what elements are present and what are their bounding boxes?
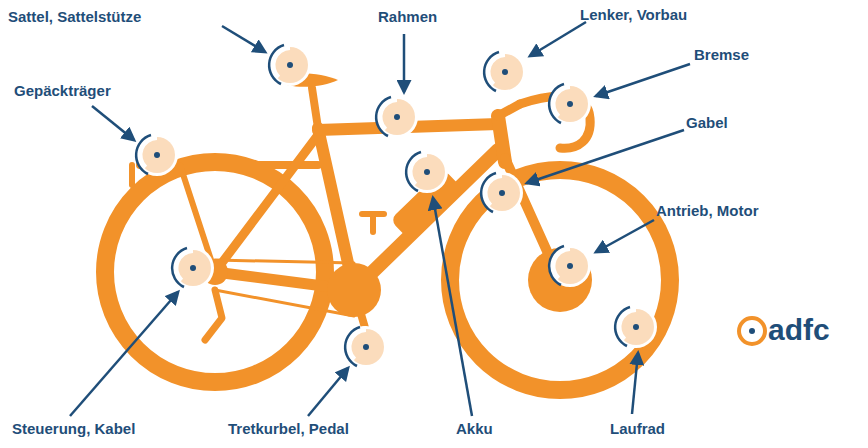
logo-ring [739, 318, 765, 344]
part-label: Lenker, Vorbau [580, 6, 687, 24]
part-label: Sattel, Sattelstütze [8, 8, 141, 26]
brand-logo: adfc [768, 313, 830, 347]
part-label: Rahmen [378, 8, 437, 26]
part-label: Gepäckträger [14, 82, 111, 100]
part-label: Akku [456, 420, 493, 438]
part-label: Tretkurbel, Pedal [228, 420, 349, 438]
part-label: Laufrad [610, 420, 665, 438]
part-label: Antrieb, Motor [656, 202, 759, 220]
part-label: Gabel [686, 114, 728, 132]
part-label: Bremse [694, 46, 749, 64]
logo-dot [749, 328, 755, 334]
part-label: Steuerung, Kabel [12, 420, 135, 438]
